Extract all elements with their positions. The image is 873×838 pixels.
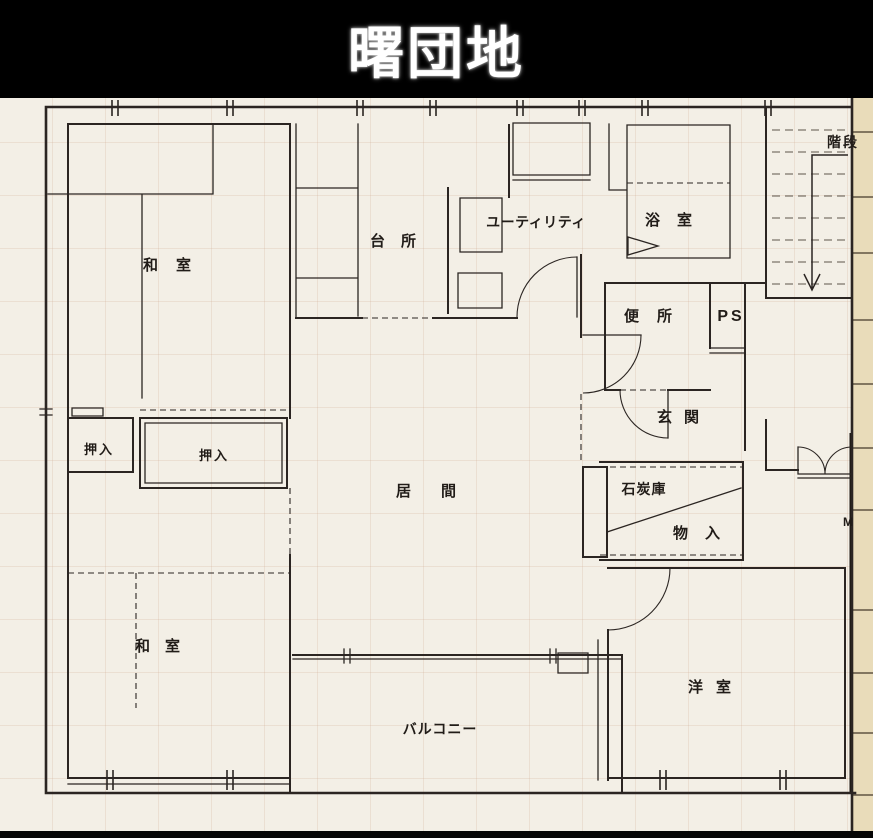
room-label-genkan: 玄関 xyxy=(657,408,711,426)
dashed-lines xyxy=(68,182,743,708)
page-edge-strip xyxy=(849,98,873,831)
room-label-oshiire-center: 押入 xyxy=(199,448,229,463)
bottom-edge xyxy=(0,831,873,838)
room-label-ima: 居間 xyxy=(396,483,486,500)
room-label-utility: ユーティリティ xyxy=(486,214,586,230)
floor-plan-paper: 和室 台所 ユーティリティ 浴室 階段 便所 PS 玄関 押入 押入 居間 石炭… xyxy=(0,98,873,831)
fixture-lines xyxy=(39,122,853,785)
pillar-ticks xyxy=(106,100,787,790)
edge-strip-lines xyxy=(852,131,873,796)
room-label-sekitanko: 石炭庫 xyxy=(621,481,667,497)
room-label-yokushitsu: 浴室 xyxy=(645,211,709,229)
room-label-ps: PS xyxy=(717,308,744,325)
page-title: 曙団地 xyxy=(348,21,525,85)
living-door-arc xyxy=(582,334,642,394)
room-label-washitsu-top: 和室 xyxy=(143,256,209,274)
room-label-benjo: 便所 xyxy=(624,307,690,325)
outer-walls xyxy=(44,98,857,831)
stair-direction-arrow xyxy=(803,154,848,292)
room-label-kaidan: 階段 xyxy=(827,134,859,150)
toilet-door-arc xyxy=(619,389,669,439)
entry-right-door-arc xyxy=(824,446,853,475)
entry-left-door-arc xyxy=(797,446,826,475)
western-room-door-arc xyxy=(607,567,671,631)
staircase xyxy=(772,129,848,292)
room-label-oshiire-left: 押入 xyxy=(84,442,114,457)
edge-strip-fill xyxy=(852,98,873,831)
room-label-meter-box-partial: M xyxy=(843,515,853,529)
room-labels: 和室 台所 ユーティリティ 浴室 階段 便所 PS 玄関 押入 押入 居間 石炭… xyxy=(84,134,859,737)
room-label-washitsu-bottom: 和室 xyxy=(135,637,195,655)
room-label-mononyu: 物入 xyxy=(673,524,737,542)
room-label-balcony: バルコニー xyxy=(403,721,478,737)
door-swing-arcs xyxy=(516,256,853,631)
room-label-daidokoro: 台所 xyxy=(370,232,432,250)
floor-plan-svg: 和室 台所 ユーティリティ 浴室 階段 便所 PS 玄関 押入 押入 居間 石炭… xyxy=(39,98,873,831)
stair-treads xyxy=(772,129,848,285)
room-label-yoshitsu: 洋室 xyxy=(688,678,744,696)
utility-door-arc xyxy=(516,256,578,318)
interior-walls xyxy=(67,106,851,794)
title-bar: 曙団地 xyxy=(0,0,873,98)
